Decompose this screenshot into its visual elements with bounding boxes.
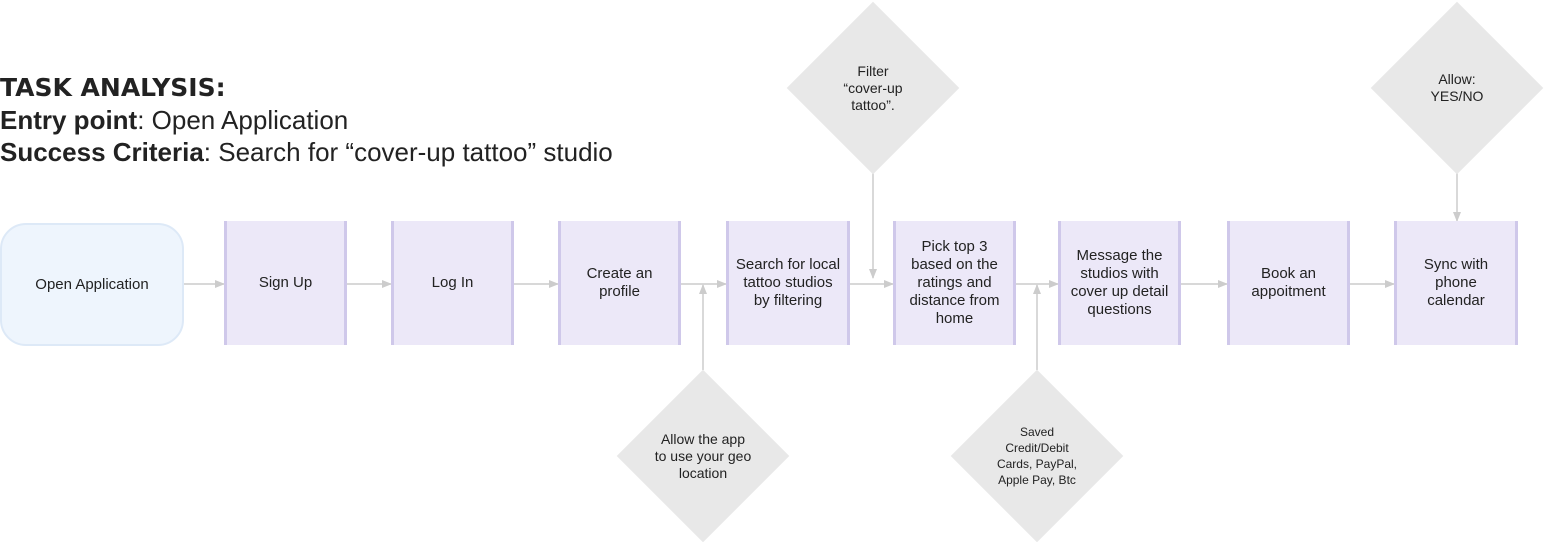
success-criteria-line: Success Criteria: Search for “cover-up t… [0, 136, 613, 168]
step-label: Sign Up [258, 274, 313, 291]
step-book-appointment: Book an appoitment [1227, 221, 1350, 345]
step-log-in: Log In [391, 221, 514, 345]
step-label: Sync with phone calendar [1423, 256, 1489, 309]
step-label: Search for local tattoo studios by filte… [735, 256, 841, 309]
task-analysis-header: TASK ANALYSIS: Entry point: Open Applica… [0, 72, 613, 168]
step-label: Pick top 3 based on the ratings and dist… [909, 238, 1000, 327]
step-search-studios: Search for local tattoo studios by filte… [726, 221, 850, 345]
decision-label: Saved Credit/Debit Cards, PayPal, Apple … [996, 425, 1078, 487]
step-sign-up: Sign Up [224, 221, 347, 345]
step-pick-top-3: Pick top 3 based on the ratings and dist… [893, 221, 1016, 345]
decision-filter-cover-up: Filter “cover-up tattoo”. [786, 1, 960, 175]
decision-label: Allow the app to use your geo location [654, 430, 752, 481]
decision-geo-location: Allow the app to use your geo location [616, 369, 790, 542]
step-message-studios: Message the studios with cover up detail… [1058, 221, 1181, 345]
step-label: Message the studios with cover up detail… [1070, 247, 1169, 318]
entry-point-value: : Open Application [137, 105, 349, 135]
decision-label: Allow: YES/NO [1430, 71, 1484, 104]
start-node-label: Open Application [35, 275, 149, 293]
decision-allow-sync: Allow: YES/NO [1370, 1, 1544, 175]
step-create-profile: Create an profile [558, 221, 681, 345]
step-sync-calendar: Sync with phone calendar [1394, 221, 1518, 345]
step-label: Book an appoitment [1251, 265, 1326, 300]
decision-payment-methods: Saved Credit/Debit Cards, PayPal, Apple … [950, 369, 1124, 542]
entry-point-label: Entry point [0, 105, 138, 135]
step-label: Create an profile [586, 265, 653, 300]
step-label: Log In [431, 274, 474, 291]
success-criteria-value: : Search for “cover-up tattoo” studio [203, 137, 613, 167]
success-criteria-label: Success Criteria [0, 137, 204, 167]
entry-point-line: Entry point: Open Application [0, 104, 613, 136]
start-node-open-application: Open Application [0, 223, 184, 346]
task-analysis-title: TASK ANALYSIS: [0, 73, 226, 102]
decision-label: Filter “cover-up tattoo”. [843, 62, 903, 113]
